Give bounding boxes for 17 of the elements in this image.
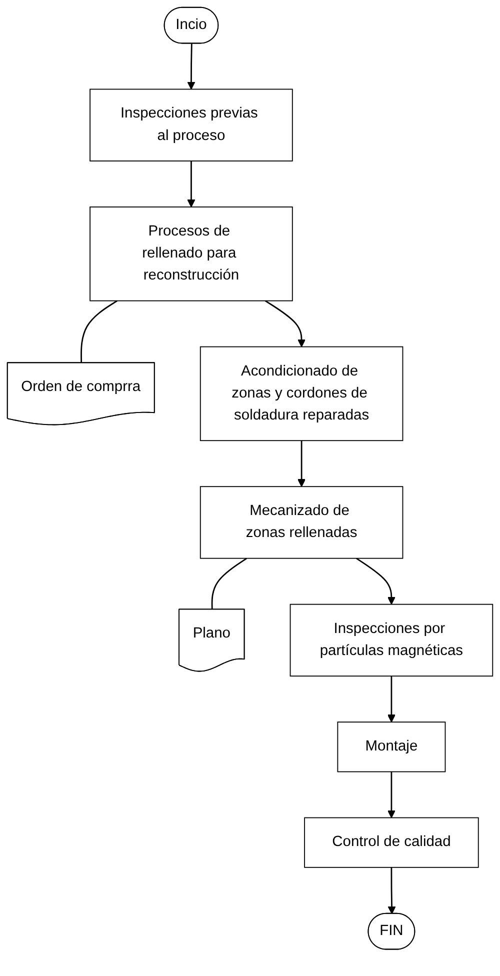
arrow bbox=[387, 772, 396, 818]
arrow bbox=[264, 300, 306, 348]
arrow bbox=[388, 867, 396, 914]
arrow bbox=[298, 440, 306, 487]
node-box: Inspecciones previas al proceso bbox=[90, 88, 293, 162]
arrow bbox=[387, 676, 396, 722]
node-box: Inspecciones por partículas magnéticas bbox=[290, 604, 494, 677]
arrow bbox=[356, 558, 396, 605]
node-box: Control de calidad bbox=[304, 817, 479, 868]
connector bbox=[211, 558, 248, 610]
connector bbox=[80, 300, 118, 364]
arrow bbox=[187, 160, 196, 208]
node-box: Acondicionado de zonas y cordones de soldadura reparadas bbox=[200, 346, 404, 442]
node-box: Mecanizado de zonas rellenadas bbox=[200, 486, 404, 559]
node-box: Procesos de rellenado para reconstrucción bbox=[90, 206, 293, 302]
arrow bbox=[187, 44, 196, 90]
node-box: Montaje bbox=[337, 722, 446, 772]
